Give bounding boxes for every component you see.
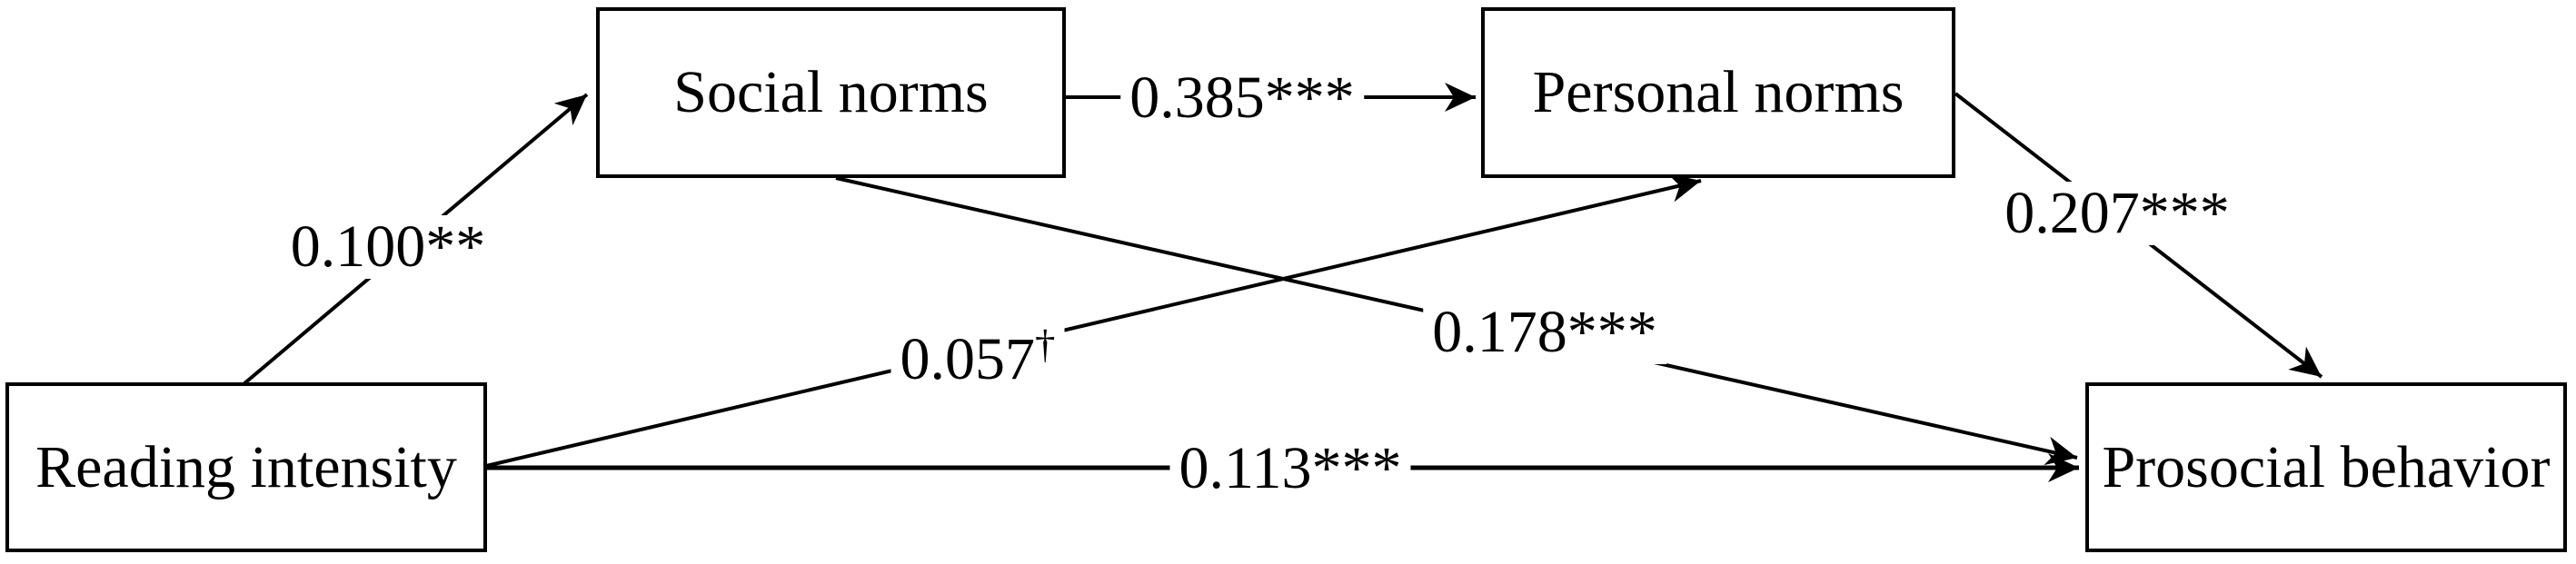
coefficient-value: 0.057 [900,326,1036,392]
coefficient-personal-to-prosocial: 0.207*** [1995,182,2239,245]
coefficient-social-to-personal: 0.385*** [1120,66,1364,130]
significance-marker: *** [1264,64,1355,131]
significance-dagger-marker: † [1035,322,1056,367]
coefficient-reading-to-personal: 0.057† [890,322,1065,392]
coefficient-value: 0.207 [2004,180,2140,246]
significance-marker: *** [2139,180,2230,246]
edge-line-reading-to-personal [485,173,1702,468]
node-prosocial-behavior-label: Prosocial behavior [2102,433,2551,500]
node-social-norms: Social norms [596,7,1066,178]
node-reading-intensity: Reading intensity [5,382,487,552]
coefficient-social-to-prosocial: 0.178*** [1423,301,1666,364]
significance-marker: *** [1566,299,1657,365]
coefficient-reading-to-prosocial: 0.113*** [1169,435,1411,501]
node-personal-norms-label: Personal norms [1532,59,1905,125]
coefficient-value: 0.385 [1129,64,1265,131]
coefficient-value: 0.113 [1179,435,1312,501]
significance-marker: ** [425,213,486,280]
node-prosocial-behavior: Prosocial behavior [2085,382,2567,552]
significance-marker: *** [1311,435,1402,501]
coefficient-value: 0.178 [1432,299,1567,365]
coefficient-reading-to-social: 0.100** [281,213,495,280]
coefficient-value: 0.100 [290,213,426,280]
node-reading-intensity-label: Reading intensity [35,433,457,500]
node-personal-norms: Personal norms [1481,7,1955,178]
node-social-norms-label: Social norms [673,59,989,125]
